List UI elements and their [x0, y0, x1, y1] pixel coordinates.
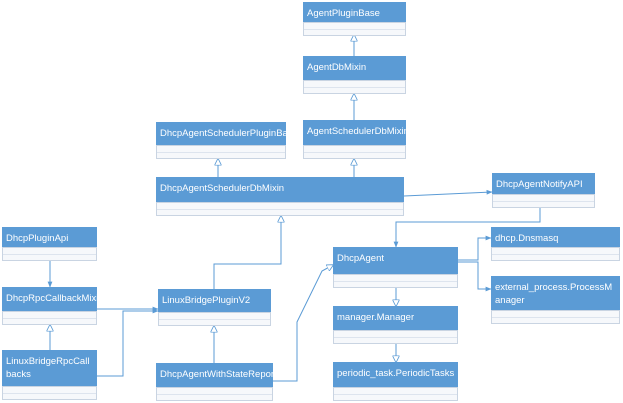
class-name: DhcpPluginApi: [2, 227, 97, 247]
class-body: [2, 386, 97, 400]
class-name: dhcp.Dnsmasq: [491, 227, 620, 247]
class-linux-bridge-rpc-callbacks[interactable]: LinuxBridgeRpcCallbacks: [2, 350, 97, 400]
connector-dhcpschedulerdbmixin-to-notifyapi: [403, 189, 493, 197]
class-body: [333, 330, 458, 344]
class-dhcp-agent[interactable]: DhcpAgent: [333, 247, 458, 288]
class-body: [492, 194, 595, 208]
connector-withstatereport-to-dhcpagent: [273, 265, 333, 382]
class-name: DhcpAgentNotifyAPI: [492, 173, 595, 194]
class-body: [491, 247, 620, 261]
class-dhcp-agent-scheduler-db-mixin[interactable]: DhcpAgentSchedulerDbMixin: [156, 177, 404, 216]
class-body: [2, 311, 97, 325]
class-external-process-process-manager[interactable]: external_process.ProcessManager: [491, 276, 620, 324]
class-name: AgentDbMixin: [303, 56, 406, 80]
connector-dhcpagent-to-dnsmasq: [458, 235, 492, 261]
class-body: [2, 247, 97, 261]
class-name: AgentSchedulerDbMixin: [303, 120, 406, 145]
class-dhcp-agent-scheduler-plugin-base[interactable]: DhcpAgentSchedulerPluginBase: [156, 122, 286, 159]
class-dhcp-dnsmasq[interactable]: dhcp.Dnsmasq: [491, 227, 620, 261]
class-body: [333, 387, 458, 401]
class-name: DhcpRpcCallbackMixin: [2, 287, 97, 311]
class-body: [303, 22, 406, 36]
class-name: DhcpAgentSchedulerPluginBase: [156, 122, 286, 145]
connector-dhcpagent-to-processmanager: [458, 261, 492, 292]
class-body: [156, 202, 404, 216]
class-agent-plugin-base[interactable]: AgentPluginBase: [303, 2, 406, 36]
class-name: DhcpAgentSchedulerDbMixin: [156, 177, 404, 202]
class-dhcp-rpc-callback-mixin[interactable]: DhcpRpcCallbackMixin: [2, 287, 97, 325]
class-periodic-task-periodic-tasks[interactable]: periodic_task.PeriodicTasks: [333, 362, 458, 401]
class-body: [303, 80, 406, 94]
class-dhcp-plugin-api[interactable]: DhcpPluginApi: [2, 227, 97, 261]
class-name: AgentPluginBase: [303, 2, 406, 22]
connector-notifyapi-to-dhcpagent: [393, 208, 541, 248]
class-name: periodic_task.PeriodicTasks: [333, 362, 458, 387]
class-body: [156, 387, 273, 401]
class-manager-manager[interactable]: manager.Manager: [333, 306, 458, 344]
class-body: [303, 145, 406, 159]
class-name: LinuxBridgeRpcCallbacks: [2, 350, 97, 386]
class-agent-db-mixin[interactable]: AgentDbMixin: [303, 56, 406, 94]
class-name: DhcpAgent: [333, 247, 458, 274]
class-dhcp-agent-with-state-report[interactable]: DhcpAgentWithStateReport: [156, 363, 273, 401]
class-body: [333, 274, 458, 288]
connector-rpccallbacks-to-linuxbridgepluginv2: [97, 308, 159, 377]
class-name: manager.Manager: [333, 306, 458, 330]
class-name: DhcpAgentWithStateReport: [156, 363, 273, 387]
class-linux-bridge-plugin-v2[interactable]: LinuxBridgePluginV2: [158, 289, 271, 326]
class-name: external_process.ProcessManager: [491, 276, 620, 310]
class-body: [156, 145, 286, 159]
class-name: LinuxBridgePluginV2: [158, 289, 271, 312]
connector-linuxbridgepluginv2-to-schedulerdbmixin: [213, 216, 281, 289]
class-body: [491, 310, 620, 324]
class-agent-scheduler-db-mixin[interactable]: AgentSchedulerDbMixin: [303, 120, 406, 159]
class-dhcp-agent-notify-api[interactable]: DhcpAgentNotifyAPI: [492, 173, 595, 208]
class-body: [158, 312, 271, 326]
